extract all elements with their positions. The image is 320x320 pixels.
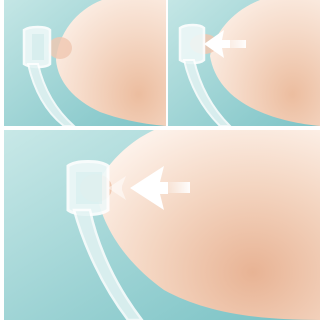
panel-suction-svg — [168, 0, 320, 126]
panel-resting-svg — [4, 0, 166, 126]
panel-closeup-svg — [4, 130, 320, 320]
panel-suction — [168, 0, 320, 126]
panel-suction-closeup — [4, 130, 320, 320]
nipple — [48, 37, 72, 59]
panel-resting — [4, 0, 166, 126]
